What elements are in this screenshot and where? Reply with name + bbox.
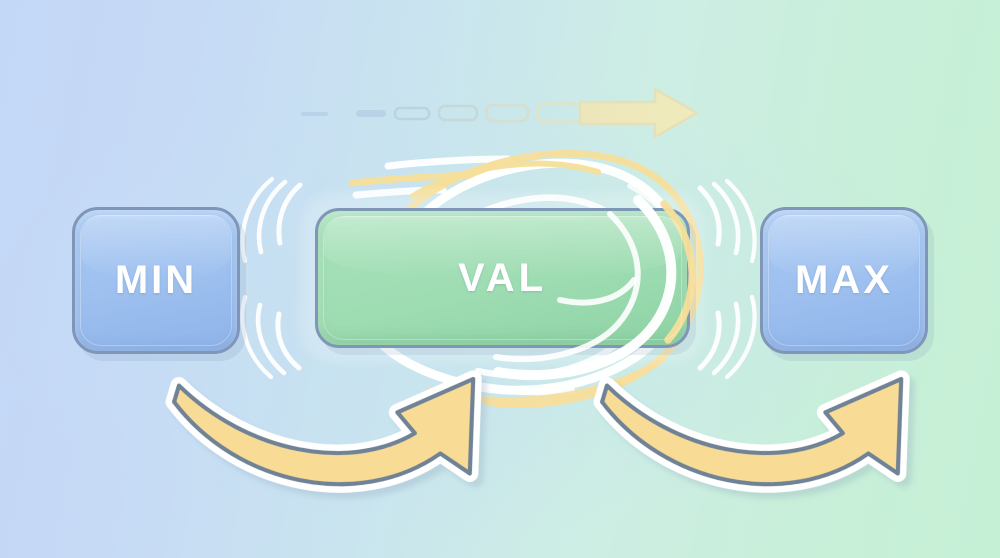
vibration-arcs-left-top [240, 176, 303, 264]
max-box-label: MAX [795, 258, 893, 302]
vibration-arcs-left-bottom [240, 294, 302, 380]
swirl-front-white-2 [493, 211, 641, 362]
vibration-arcs-right-top [697, 178, 757, 264]
swirl-front-white [493, 195, 677, 381]
swirl-yellow-upper [410, 160, 601, 199]
val-box-label: VAL [457, 255, 548, 300]
swirl-front-hook [557, 277, 637, 306]
vibration-arcs-right-bottom [697, 294, 757, 380]
dash-arrowhead [578, 87, 699, 139]
dash-group [301, 87, 699, 139]
curved-arrow-min-to-val [173, 365, 480, 496]
curved-arrow-val-to-max [601, 365, 908, 496]
swirl-front-yellow [660, 200, 697, 344]
min-box-label: MIN [114, 258, 198, 302]
